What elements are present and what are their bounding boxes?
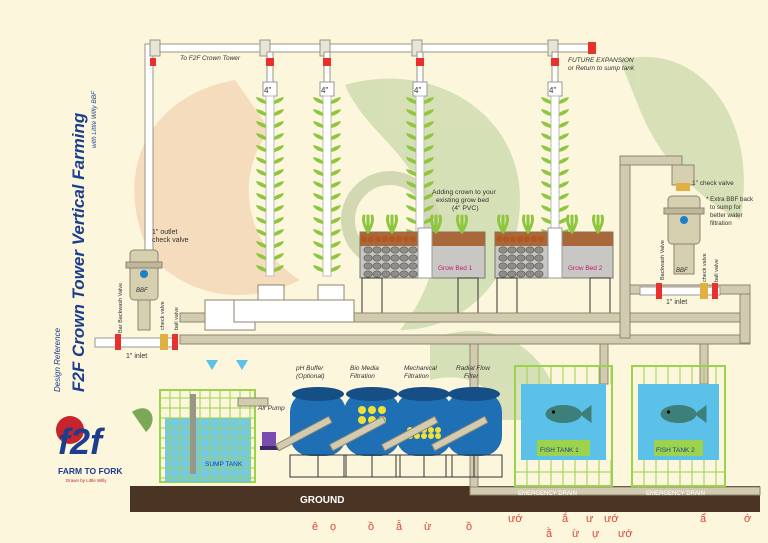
grow-bed-2: Grow Bed 2 (495, 228, 613, 314)
future-expansion-label-2: or Return to sump tank (568, 65, 635, 72)
footer-glyph: ê (312, 521, 318, 533)
fish-tanks (515, 366, 725, 486)
logo-tagline: Drawn by Little Willy (66, 478, 107, 483)
footer-glyph: ự (592, 528, 600, 540)
logo-brand: FARM TO FORK (58, 466, 123, 476)
extra-bbf-note-2: to sump for (710, 204, 741, 211)
right-inlet-label: 1" inlet (666, 299, 687, 306)
radial-label-2: Filter (464, 373, 479, 380)
fish-tank-2-label: FISH TANK 2 (656, 447, 695, 454)
emergency-drain-2-label: EMERGENCY DRAIN (646, 491, 705, 497)
mechanical-label-2: Filtration (404, 373, 429, 380)
tower-size-label: 4" (414, 86, 421, 95)
footer-glyph: ồ (368, 521, 374, 533)
footer-glyph: ừ (424, 521, 432, 533)
crown-note-2: existing grow bed (436, 197, 489, 204)
extra-bbf-note-3: better water (710, 212, 743, 219)
tower-size-label: 4" (321, 86, 328, 95)
farm-to-fork-logo: f2f FARM TO FORK Drawn by Little Willy (56, 408, 153, 483)
sump-tank: SUMP TANK (160, 390, 268, 482)
footer-glyph: ằ (546, 527, 553, 540)
outlet-check-valve-label-2: check valve (152, 237, 189, 244)
crown-tower-2: 4" (313, 82, 341, 276)
page-subtitle: with Little Willy BBF (91, 90, 98, 148)
footer-glyph: ồ (466, 521, 472, 533)
footer-glyph: ướ (618, 528, 633, 540)
right-backwash-label: Backwash Valve (660, 240, 666, 280)
tower-1-valve (266, 58, 274, 66)
to-tower-label: To F2F Crown Tower (180, 55, 241, 62)
future-expansion-label: FUTURE EXPANSION (568, 57, 634, 64)
left-inlet-label: 1" inlet (126, 353, 147, 360)
footer-glyph: ớ (744, 513, 751, 525)
future-expansion-valve (588, 42, 596, 54)
extra-bbf-note-4: filtration (710, 220, 732, 227)
air-pump-label: Air Pump (257, 405, 285, 412)
bio-media-label-2: Filtration (350, 373, 375, 380)
grow-bed-1-label: Grow Bed 1 (438, 265, 473, 272)
outlet-check-valve-label-1: 1" outlet (152, 229, 178, 236)
right-ball-valve-label: ball valve (714, 259, 720, 282)
footer-glyph: ướ (508, 513, 523, 525)
footer-glyph: ọ (330, 521, 336, 533)
tower-size-label: 4" (264, 86, 271, 95)
footer-glyph: ư (586, 513, 594, 525)
right-check-valve-v-label: check valve (702, 253, 708, 282)
footer-glyph: ắ (562, 512, 569, 525)
outlet-valve (150, 58, 156, 66)
fish-tank-1-body (515, 366, 612, 486)
fish-tank-1-label: FISH TANK 1 (540, 447, 579, 454)
ground-label: GROUND (300, 495, 344, 506)
left-check-valve-label: check valve (160, 301, 166, 330)
left-ball-valve-label: ball valve (174, 307, 180, 330)
ph-buffer-label-2: (Optional) (296, 373, 325, 380)
bio-media-label-1: Bio Media (350, 365, 379, 372)
tower-2-valve (323, 58, 331, 66)
page-title: F2F Crown Tower Vertical Farming (69, 112, 88, 392)
crown-note-3: (4" PVC) (452, 205, 479, 212)
footer-glyph: ướ (604, 513, 619, 525)
extra-bbf-note-1: * Extra BBF back (706, 196, 754, 203)
footer-glyph: ẩ (700, 513, 707, 525)
grow-bed-2-label: Grow Bed 2 (568, 265, 603, 272)
footer-glyph: ừ (572, 528, 580, 540)
logo-monogram: f2f (58, 421, 105, 462)
sump-tank-label: SUMP TANK (205, 461, 243, 468)
bbf-left-label: BBF (136, 288, 148, 294)
tower-3-valve (416, 58, 424, 66)
tower-size-label: 4" (549, 86, 556, 95)
footer-glyph: ẫ (396, 520, 403, 533)
bbf-right-label: BBF (676, 268, 688, 274)
filter-barrel-1 (276, 387, 346, 477)
mechanical-label-1: Mechanical (404, 365, 437, 372)
crown-note-1: Adding crown to your (432, 189, 497, 196)
filter-barrels (276, 387, 502, 477)
radial-label-1: Radial Flow (456, 365, 491, 372)
sump-return-spray-1 (206, 360, 218, 370)
design-reference: Design Reference (53, 327, 62, 392)
ph-buffer-label-1: pH Buffer (295, 365, 324, 372)
emergency-drain-1-label: EMERGENCY DRAIN (518, 491, 577, 497)
fish-tank-2-body (632, 366, 725, 486)
tower-4-valve (551, 58, 559, 66)
left-bar-backwash-label: Bar Backwash Valve (118, 283, 124, 333)
sump-return-spray-2 (236, 360, 248, 370)
right-check-valve-label: 1" check valve (692, 180, 734, 187)
